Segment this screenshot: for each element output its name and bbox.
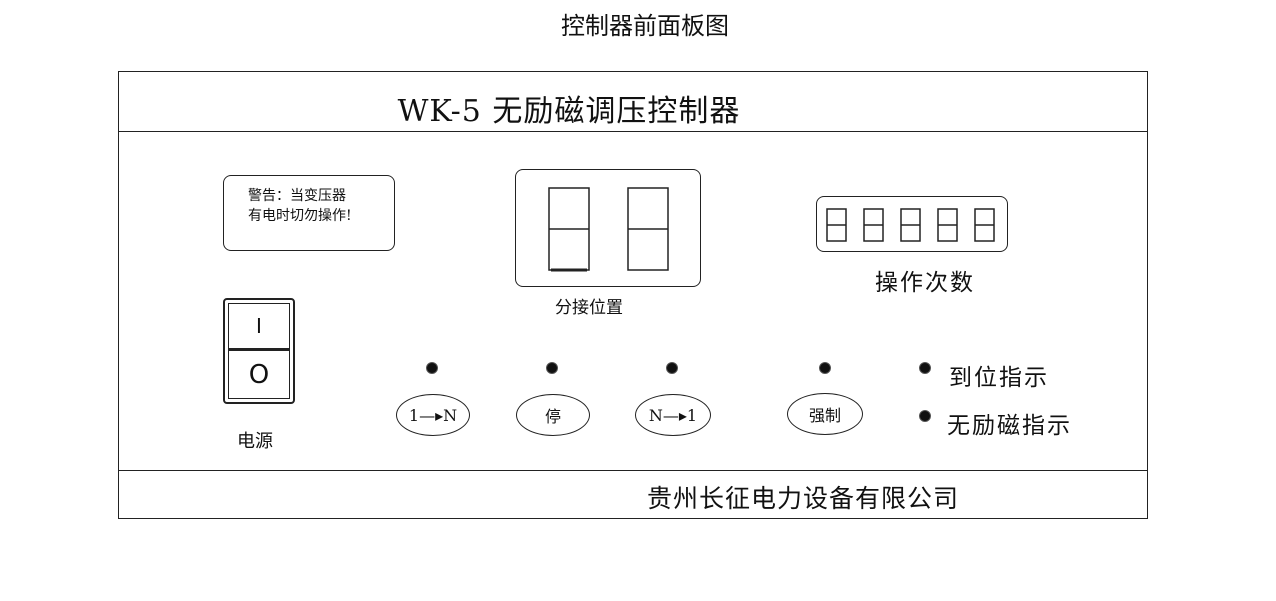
power-label: 电源 [237, 431, 273, 452]
stop-button[interactable]: 停 [516, 394, 590, 436]
panel-title-bar: WK-5 无励磁调压控制器 [119, 72, 1147, 132]
figure-caption: 控制器前面板图 [561, 12, 729, 40]
force-button[interactable]: 强制 [787, 393, 863, 435]
warning-line-2: 有电时切勿操作! [248, 208, 352, 224]
raise-button[interactable]: 1—▸N [396, 394, 470, 436]
company-name: 贵州长征电力设备有限公司 [647, 484, 960, 513]
lower-button[interactable]: N—▸1 [635, 394, 711, 436]
rocker-switch[interactable]: I O [228, 303, 290, 399]
operation-counter-display [816, 196, 1008, 252]
warning-line-1: 警告：当变压器 [248, 188, 346, 204]
lower-led-icon [666, 362, 678, 374]
seven-segment-display [548, 187, 669, 272]
tap-position-display [515, 169, 701, 287]
force-led-icon [819, 362, 831, 374]
in-position-led-icon [919, 362, 931, 374]
counter-digit [937, 208, 958, 242]
warning-label: 警告：当变压器 有电时切勿操作! [223, 175, 395, 251]
tap-position-label: 分接位置 [555, 298, 623, 318]
switch-on-symbol: I [229, 304, 289, 351]
counter-digit [826, 208, 847, 242]
controller-front-panel: WK-5 无励磁调压控制器 警告：当变压器 有电时切勿操作! 分接位置 操作次数… [118, 71, 1148, 519]
operation-count-label: 操作次数 [875, 270, 975, 296]
counter-digit [974, 208, 995, 242]
panel-footer-bar: 贵州长征电力设备有限公司 [119, 470, 1147, 518]
raise-led-icon [426, 362, 438, 374]
in-position-indicator-label: 到位指示 [949, 365, 1049, 391]
panel-title: WK-5 无励磁调压控制器 [397, 94, 741, 129]
stop-led-icon [546, 362, 558, 374]
switch-off-symbol: O [248, 359, 270, 390]
no-excitation-led-icon [919, 410, 931, 422]
counter-digit [863, 208, 884, 242]
counter-digit [900, 208, 921, 242]
power-switch[interactable]: I O [223, 298, 295, 404]
counter-digits [826, 208, 995, 242]
no-excitation-indicator-label: 无励磁指示 [947, 413, 1072, 439]
